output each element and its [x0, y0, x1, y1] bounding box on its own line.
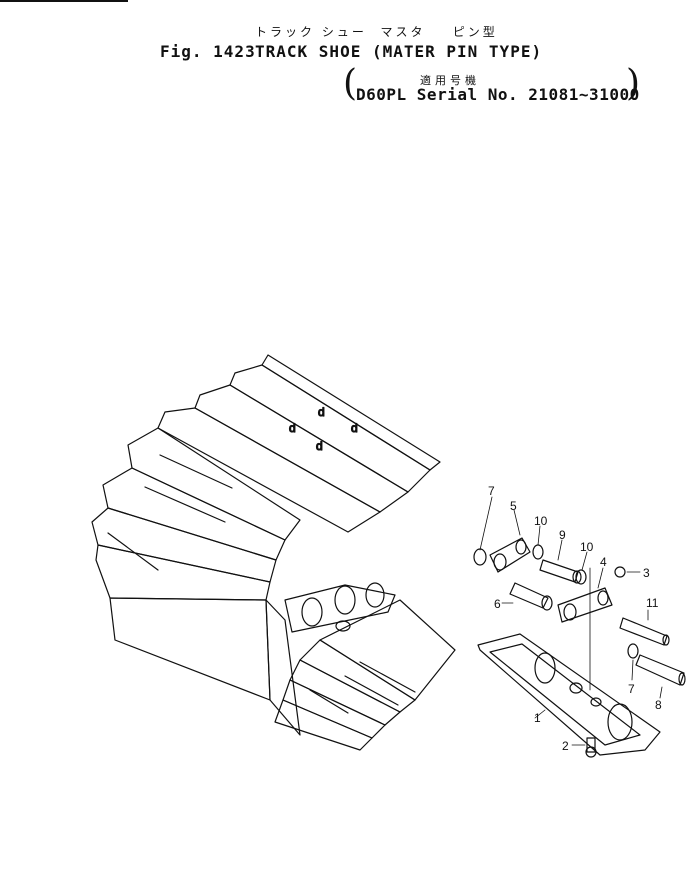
track-shoe	[319, 599, 456, 701]
applicable-model-japanese: 適用号機	[420, 74, 480, 87]
close-paren: )	[626, 63, 641, 104]
callout-10b: 10	[580, 540, 594, 554]
open-paren: (	[343, 63, 358, 104]
shoe-bolt: d	[316, 439, 323, 453]
leader-9	[557, 539, 563, 561]
part-7-seal-upper	[473, 548, 487, 566]
part-1-bolt-hole	[590, 697, 602, 707]
grouser-edge	[344, 675, 399, 706]
callout-11: 11	[646, 596, 659, 610]
callouts: 7 5 10 9 10 4 3 6 11 7 8 1 2	[479, 484, 663, 753]
callout-5: 5	[510, 499, 517, 513]
callout-6: 6	[494, 597, 501, 611]
figure-title: TRACK SHOE (MATER PIN TYPE)	[255, 42, 543, 61]
part-4-pin-hole	[563, 603, 577, 621]
part-4-master-link	[557, 587, 613, 623]
track-link	[284, 584, 396, 633]
track-shoe	[289, 659, 401, 726]
shoe-bolt: d	[318, 405, 325, 419]
callout-1: 1	[534, 711, 541, 725]
part-1-grouser-curve	[607, 703, 633, 741]
grouser-plate	[95, 544, 271, 601]
part-3-nut	[614, 566, 626, 578]
part-11-pin	[619, 617, 668, 646]
shoe-bolt: d	[289, 421, 296, 435]
part-2-nut	[585, 746, 597, 758]
link-bushing	[301, 597, 323, 627]
link-bushing	[365, 582, 385, 608]
part-9-pin-end	[572, 570, 582, 584]
part-10-spacer-right	[575, 569, 587, 585]
grouser-plate	[91, 507, 277, 583]
link-pin-end	[335, 620, 351, 632]
part-2-bolt	[586, 737, 596, 753]
part-10-spacer-left	[532, 544, 544, 560]
grouser-edge	[309, 689, 349, 714]
part-1-bolt-hole	[569, 682, 583, 694]
track-assembly: d d d d	[91, 354, 456, 751]
part-6-bushing-end	[541, 595, 553, 611]
figure-number: Fig. 1423	[160, 42, 256, 61]
callout-4: 4	[600, 555, 607, 569]
callout-9: 9	[559, 528, 566, 542]
grouser-plate	[127, 427, 301, 541]
part-5-pin-hole	[515, 539, 527, 555]
shoe-bolt: d	[351, 421, 358, 435]
callout-10a: 10	[534, 514, 548, 528]
link-bushing	[334, 585, 356, 615]
track-shoe	[299, 639, 416, 713]
leader-10a	[537, 525, 541, 546]
callout-8: 8	[655, 698, 662, 712]
exploded-parts	[473, 537, 686, 758]
part-5-link	[489, 537, 531, 573]
leader-7b	[631, 659, 634, 681]
title-japanese: トラック シュー マスタ ピン型	[255, 25, 498, 39]
callout-2: 2	[562, 739, 569, 753]
part-8-pin	[635, 654, 685, 686]
part-7-seal-lower	[627, 643, 639, 659]
leader-5	[513, 509, 521, 536]
grouser-edge	[107, 532, 159, 571]
leader-8	[659, 686, 663, 699]
serial-number-range: D60PL Serial No. 21081~31000	[356, 85, 640, 104]
grouser-plate	[102, 467, 286, 561]
track-shoe	[194, 384, 409, 513]
grouser-edge	[144, 486, 226, 523]
track-shoe	[109, 597, 271, 701]
leader-1	[534, 709, 546, 719]
track-shoe	[261, 354, 441, 471]
part-5-pin-hole	[493, 553, 507, 571]
callout-7a: 7	[488, 484, 495, 498]
part-1-shoe	[477, 633, 661, 756]
part-1-grouser-curve	[534, 652, 556, 684]
leader-4	[597, 567, 604, 589]
top-rule	[0, 0, 128, 2]
callout-7b: 7	[628, 682, 635, 696]
track-shoe	[274, 699, 373, 751]
part-9-master-pin	[539, 559, 579, 583]
part-8-pin-end	[678, 672, 686, 686]
part-1-shoe-inner	[489, 643, 641, 746]
track-shoe	[157, 407, 381, 533]
callout-3: 3	[643, 566, 650, 580]
grouser-edge	[359, 661, 416, 693]
part-11-pin-end	[662, 634, 670, 646]
track-shoe	[265, 599, 301, 736]
grouser-edge	[159, 454, 233, 489]
leader-10b	[581, 551, 588, 571]
track-shoe	[229, 364, 431, 493]
part-4-pin-hole	[597, 590, 609, 606]
leader-7a	[479, 496, 493, 551]
